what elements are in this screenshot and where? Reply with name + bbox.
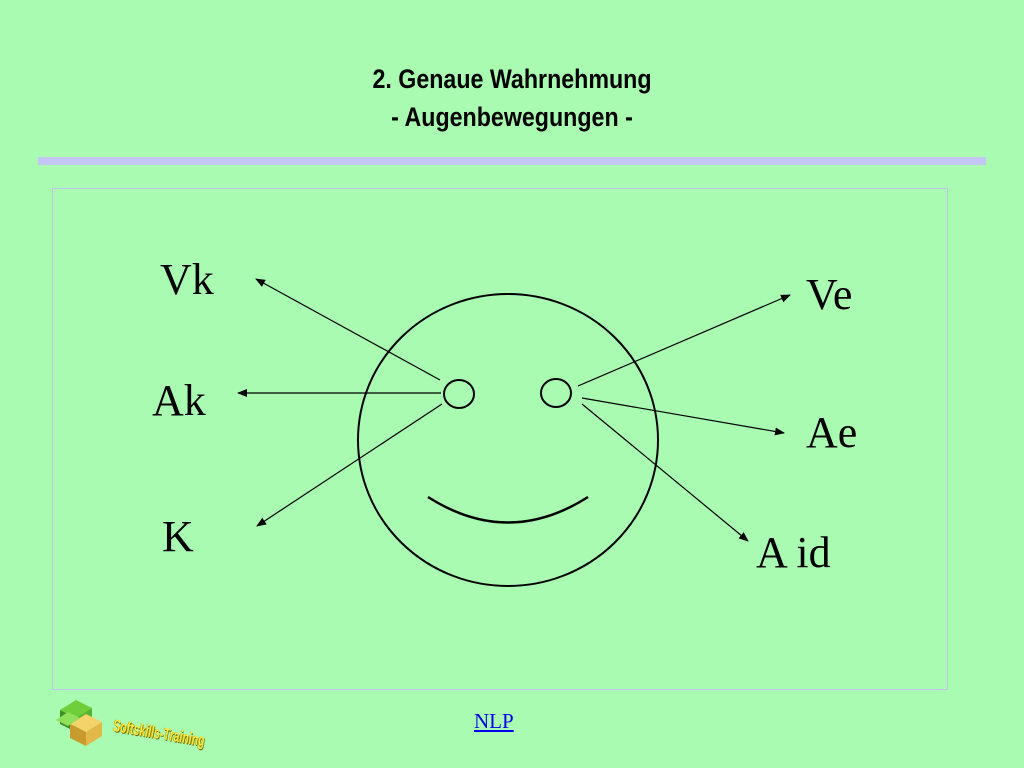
label-ve: Ve: [806, 270, 852, 319]
right-eye: [540, 378, 572, 408]
face-outline: [357, 293, 659, 587]
slide-title-line2: - Augenbewegungen -: [391, 102, 633, 132]
left-eye: [443, 379, 475, 409]
softskills-logo-icon: [56, 700, 102, 746]
diagram-frame: [52, 188, 948, 690]
label-aid: A id: [756, 528, 831, 577]
arrow-to-ae: [581, 397, 785, 436]
label-ak: Ak: [152, 376, 206, 425]
arrow-to-ve: [577, 294, 791, 387]
slide-title: 2. Genaue Wahrnehmung - Augenbewegungen …: [72, 60, 953, 136]
label-ae: Ae: [806, 408, 857, 457]
title-divider: [38, 157, 986, 165]
arrow-to-aid: [581, 403, 749, 542]
smile-mouth: [427, 495, 589, 524]
label-vk: Vk: [160, 255, 214, 304]
slide-title-line1: 2. Genaue Wahrnehmung: [372, 64, 652, 94]
nlp-link[interactable]: NLP: [474, 709, 514, 733]
arrow-to-k: [256, 403, 443, 527]
label-k: K: [162, 512, 194, 561]
arrow-to-vk: [255, 278, 441, 381]
